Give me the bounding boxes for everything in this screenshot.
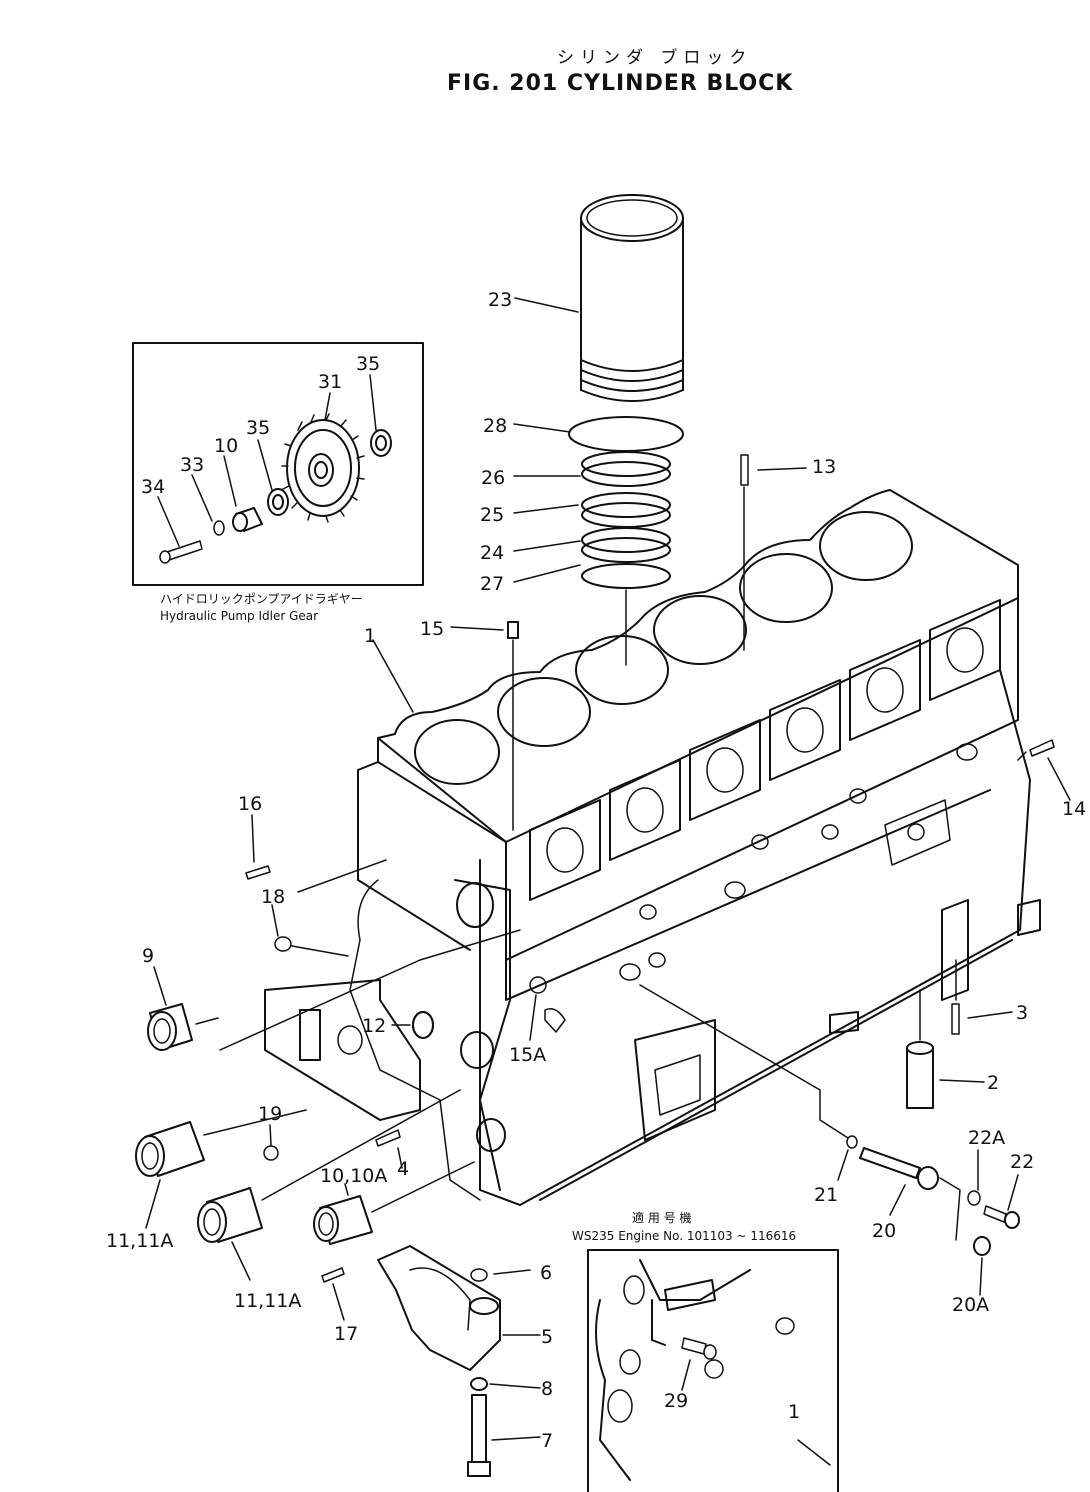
bushing-icon xyxy=(232,507,263,532)
cover-icon xyxy=(544,1008,566,1033)
callout-label: 35 xyxy=(246,417,270,439)
callout-label: 18 xyxy=(261,886,285,908)
seal-rings-icon xyxy=(568,416,684,589)
callout-label: 6 xyxy=(540,1262,552,1284)
idler-gear-icon xyxy=(281,413,365,523)
callout-label: 8 xyxy=(541,1378,553,1400)
sleeve-icon xyxy=(906,1041,934,1109)
inset-caption-japanese: 適 用 号 機 xyxy=(632,1210,691,1225)
callout-label: 10 xyxy=(214,435,238,457)
pin-icon xyxy=(245,865,271,880)
nut-icon xyxy=(470,1268,488,1282)
cylinder-block-icon xyxy=(219,489,1041,1206)
plug-icon xyxy=(973,1236,991,1256)
bushing-icon xyxy=(135,1121,205,1177)
bushing-icon xyxy=(147,1003,193,1051)
callout-label: 3 xyxy=(1016,1002,1028,1024)
callout-label: 31 xyxy=(318,371,342,393)
plug-icon xyxy=(263,1145,279,1161)
callout-label: 7 xyxy=(541,1430,553,1452)
callout-label: 28 xyxy=(483,415,507,437)
callout-label: 16 xyxy=(238,793,262,815)
callout-label: 27 xyxy=(480,573,504,595)
bolt-icon xyxy=(467,1394,491,1477)
callout-label: 21 xyxy=(814,1184,838,1206)
plug-icon xyxy=(274,936,292,952)
callout-label: 5 xyxy=(541,1326,553,1348)
callout-label: 2 xyxy=(987,1072,999,1094)
bearing-icon xyxy=(267,488,289,516)
pin-icon xyxy=(321,1267,345,1283)
washer-icon xyxy=(967,1190,981,1206)
cylinder-liner-icon xyxy=(580,194,684,402)
callout-label: 15A xyxy=(509,1044,546,1066)
plug-icon xyxy=(507,621,519,639)
callout-label: 22A xyxy=(968,1127,1005,1149)
callout-label: 20 xyxy=(872,1220,896,1242)
callout-label: 10,10A xyxy=(320,1165,387,1187)
serial-inset: 適 用 号 機 WS235 Engine No. 101103 ~ 116616… xyxy=(572,1210,839,1492)
callout-label: 23 xyxy=(488,289,512,311)
idler-gear-inset: 34 33 10 35 31 35 ハイドロリックポンプアイドラギヤー Hydr… xyxy=(132,342,424,623)
bushing-icon xyxy=(313,1195,373,1245)
fitting-icon xyxy=(859,1147,939,1190)
callout-label: 35 xyxy=(356,353,380,375)
callout-label: 20A xyxy=(952,1294,989,1316)
plug-icon xyxy=(529,976,547,994)
callout-label: 14 xyxy=(1062,798,1086,820)
callout-label: 13 xyxy=(812,456,836,478)
bushing-icon xyxy=(197,1187,263,1243)
washer-icon xyxy=(470,1377,488,1391)
callout-label: 34 xyxy=(141,476,165,498)
inset-caption-english: WS235 Engine No. 101103 ~ 116616 xyxy=(572,1229,796,1243)
main-bearing-cap-icon xyxy=(377,1245,501,1371)
callout-label: 11,11A xyxy=(234,1290,301,1312)
bearing-icon xyxy=(370,429,392,457)
callout-label: 26 xyxy=(481,467,505,489)
bolt-icon xyxy=(159,540,203,564)
plug-icon xyxy=(412,1011,434,1039)
callout-label: 9 xyxy=(142,945,154,967)
inset-caption-english: Hydraulic Pump Idler Gear xyxy=(160,609,318,623)
callout-label: 24 xyxy=(480,542,504,564)
callout-label: 1 xyxy=(364,625,376,647)
callout-label: 33 xyxy=(180,454,204,476)
callout-label: 19 xyxy=(258,1103,282,1125)
callout-label: 1 xyxy=(788,1401,800,1423)
washer-icon xyxy=(213,520,225,536)
pin-icon xyxy=(375,1129,401,1147)
plug-icon xyxy=(983,1205,1020,1229)
bolt-icon xyxy=(681,1337,707,1355)
title-japanese: シリンダ ブロック xyxy=(557,47,752,68)
callout-label: 11,11A xyxy=(106,1230,173,1252)
callout-label: 25 xyxy=(480,504,504,526)
callout-label: 12 xyxy=(362,1015,386,1037)
pin-icon xyxy=(1029,739,1055,757)
callout-label: 29 xyxy=(664,1390,688,1412)
washer-icon xyxy=(846,1135,858,1149)
dowel-pin-icon xyxy=(951,1003,960,1035)
inset-caption-japanese: ハイドロリックポンプアイドラギヤー xyxy=(160,592,363,606)
callout-label: 4 xyxy=(397,1158,409,1180)
callout-label: 17 xyxy=(334,1323,358,1345)
callout-label: 15 xyxy=(420,618,444,640)
callout-label: 22 xyxy=(1010,1151,1034,1173)
title-english: FIG. 201 CYLINDER BLOCK xyxy=(447,71,793,96)
dowel-pin-icon xyxy=(740,454,749,486)
